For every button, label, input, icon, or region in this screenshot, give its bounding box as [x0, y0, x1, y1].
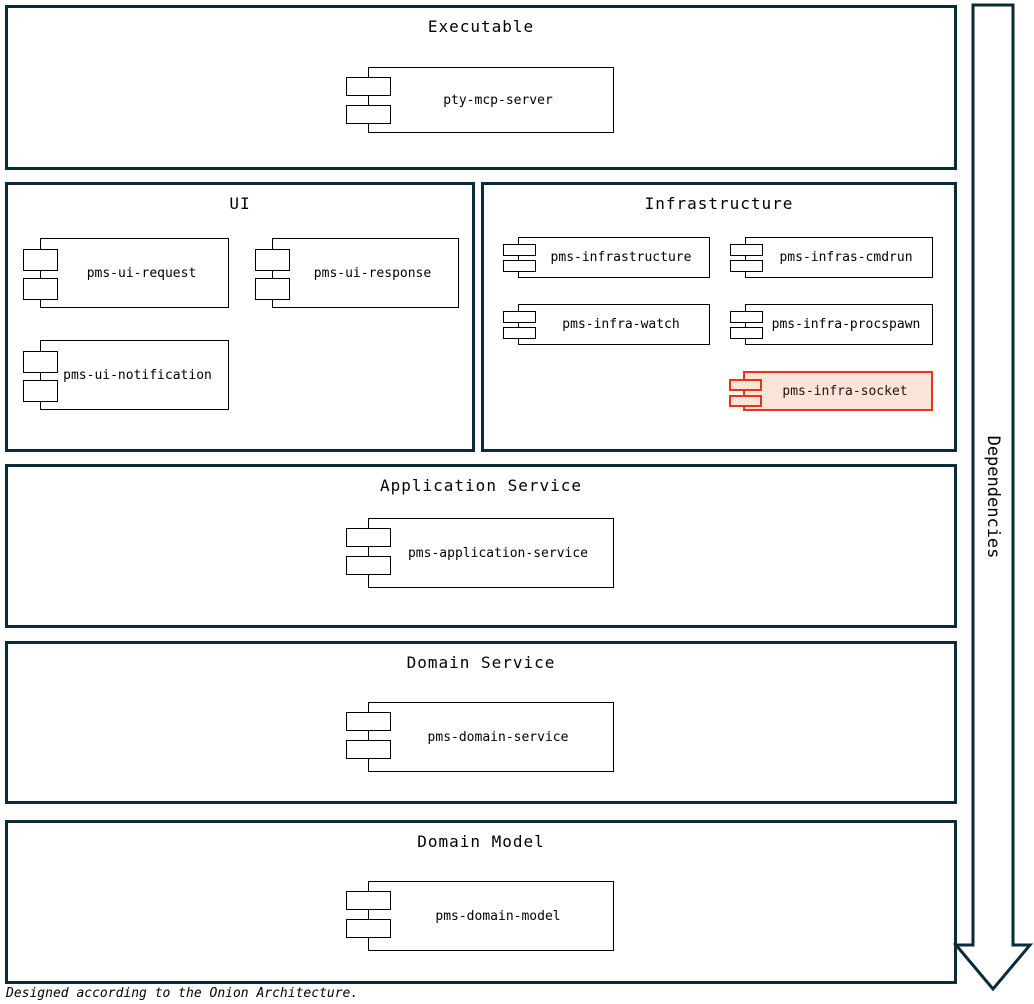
component-tab-icon [730, 244, 763, 256]
component-label: pms-infrastructure [550, 250, 692, 265]
layer-application-service: Application Service [5, 464, 957, 628]
component-tab-icon [346, 712, 391, 731]
component-tab-icon [346, 891, 391, 910]
component-label: pms-domain-service [427, 729, 569, 745]
component-label: pty-mcp-server [443, 92, 553, 108]
component-pms-domain-service: pms-domain-service [346, 702, 614, 772]
component-tab-icon [503, 260, 536, 272]
component-label: pms-infra-watch [562, 317, 680, 332]
component-label: pms-infra-socket [782, 383, 908, 399]
component-tab-icon [23, 380, 58, 402]
layer-ui: UI [5, 182, 475, 452]
component-tab-icon [23, 278, 58, 300]
component-pms-infra-procspawn: pms-infra-procspawn [730, 304, 933, 345]
component-label: pms-ui-response [313, 265, 432, 281]
component-pms-application-service: pms-application-service [346, 518, 614, 588]
component-pms-infras-cmdrun: pms-infras-cmdrun [730, 237, 933, 278]
component-pms-domain-model: pms-domain-model [346, 881, 614, 951]
layer-title-ui: UI [229, 194, 251, 213]
layer-title-domain-service: Domain Service [406, 653, 556, 672]
layer-title-executable: Executable [427, 17, 535, 36]
component-tab-icon [503, 327, 536, 339]
component-pms-ui-response: pms-ui-response [255, 238, 459, 308]
layer-title-domain-model: Domain Model [417, 832, 545, 851]
component-tab-icon [23, 351, 58, 373]
component-tab-icon [346, 556, 391, 575]
component-pms-infrastructure: pms-infrastructure [503, 237, 710, 278]
layer-title-infrastructure: Infrastructure [644, 194, 794, 213]
component-tab-icon [23, 249, 58, 271]
component-tab-icon [346, 77, 391, 96]
component-tab-icon [729, 379, 762, 391]
component-tab-icon [255, 249, 290, 271]
component-pty-mcp-server: pty-mcp-server [346, 67, 614, 133]
component-tab-icon [503, 311, 536, 323]
component-pms-infra-socket: pms-infra-socket [729, 371, 933, 411]
component-label: pms-application-service [407, 545, 588, 561]
component-tab-icon [730, 260, 763, 272]
component-tab-icon [346, 740, 391, 759]
component-label: pms-infra-procspawn [771, 317, 921, 332]
component-pms-ui-request: pms-ui-request [23, 238, 229, 308]
component-label: pms-domain-model [435, 908, 561, 924]
diagram-caption: Designed according to the Onion Architec… [6, 986, 359, 1001]
component-pms-ui-notification: pms-ui-notification [23, 340, 229, 410]
component-label: pms-ui-request [86, 265, 197, 281]
layer-executable: Executable [5, 5, 957, 170]
component-label: pms-infras-cmdrun [779, 250, 913, 265]
component-tab-icon [503, 244, 536, 256]
component-tab-icon [730, 311, 763, 323]
component-tab-icon [346, 528, 391, 547]
component-tab-icon [255, 278, 290, 300]
component-tab-icon [346, 105, 391, 124]
layer-title-application-service: Application Service [379, 476, 583, 495]
component-tab-icon [346, 919, 391, 938]
component-tab-icon [730, 327, 763, 339]
component-label: pms-ui-notification [63, 367, 212, 383]
component-tab-icon [729, 395, 762, 407]
dependencies-arrow-shape [952, 3, 1034, 992]
dependencies-label: Dependencies [983, 436, 1003, 559]
component-pms-infra-watch: pms-infra-watch [503, 304, 710, 345]
